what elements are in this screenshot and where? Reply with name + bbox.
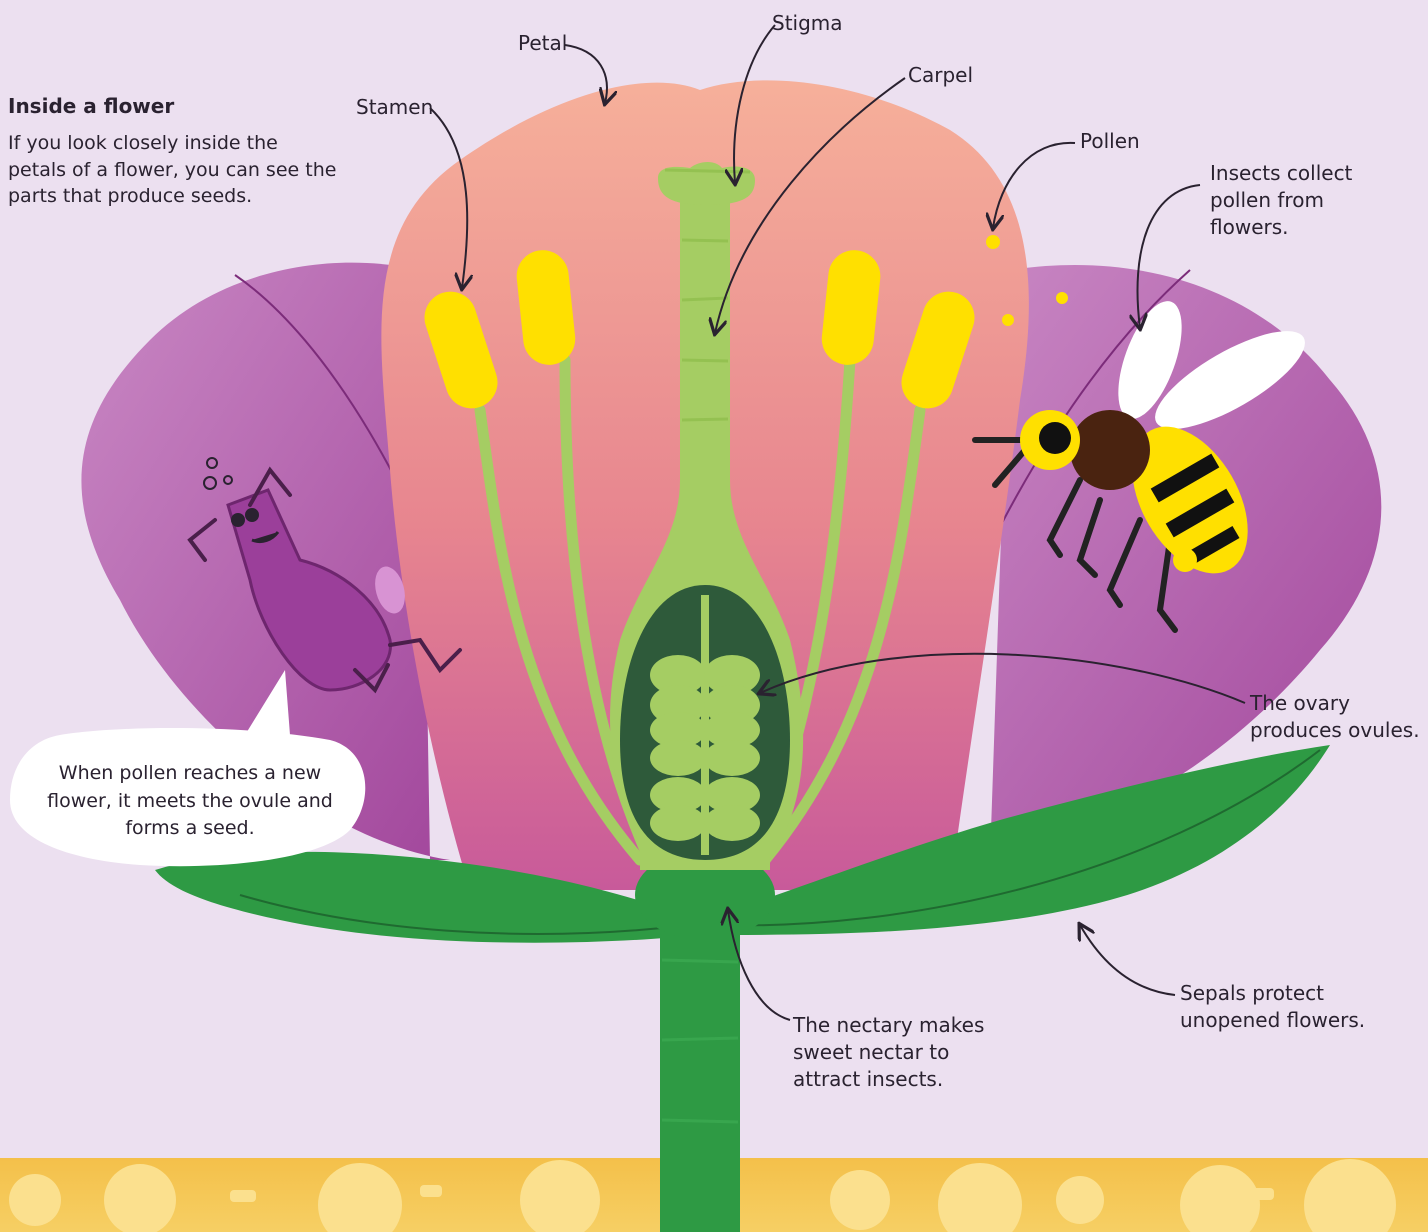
intro-body: If you look closely inside the petals of… [8, 130, 338, 210]
label-petal: Petal [518, 30, 567, 57]
label-sepals: Sepals protect unopened flowers. [1180, 980, 1380, 1034]
intro-title: Inside a flower [8, 94, 174, 118]
label-stigma: Stigma [772, 10, 843, 37]
label-pollen: Pollen [1080, 128, 1140, 155]
label-stamen: Stamen [356, 94, 433, 121]
stigma [658, 162, 755, 205]
label-nectary: The nectary makes sweet nectar to attrac… [793, 1012, 993, 1093]
label-carpel: Carpel [908, 62, 973, 89]
label-insects: Insects collect pollen from flowers. [1210, 160, 1370, 241]
speech-bubble-text: When pollen reaches a new flower, it mee… [40, 760, 340, 843]
label-ovary: The ovary produces ovules. [1250, 690, 1420, 744]
